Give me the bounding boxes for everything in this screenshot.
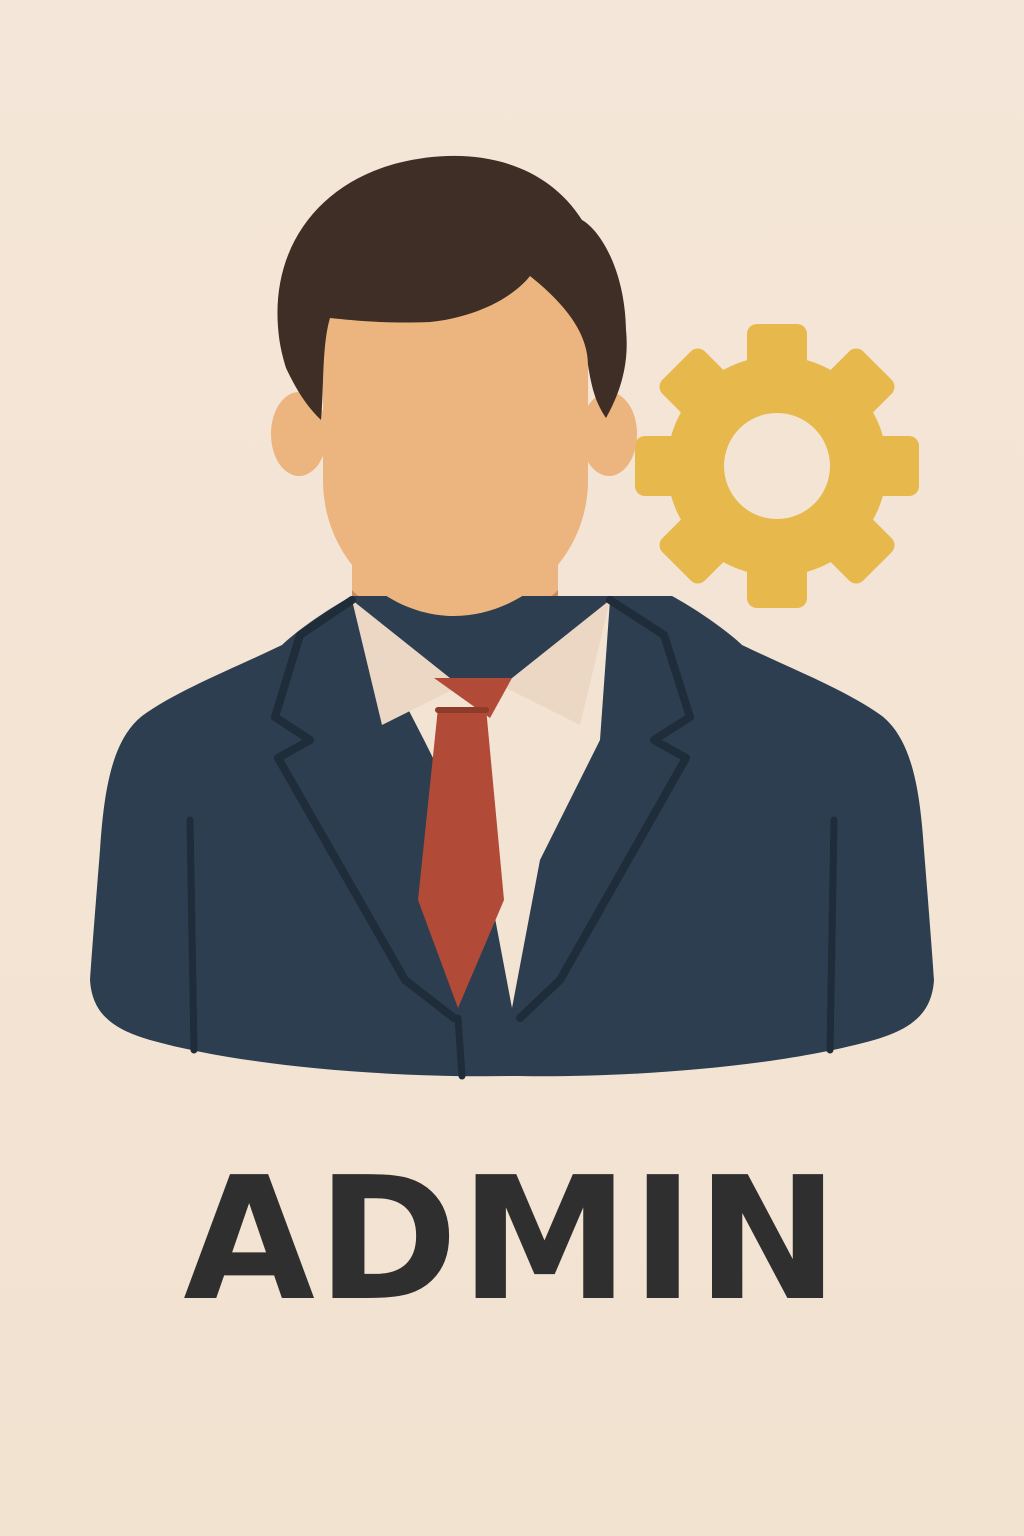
admin-avatar-icon — [90, 155, 934, 1080]
gear-icon — [635, 324, 919, 608]
admin-label: ADMIN — [183, 1141, 841, 1339]
